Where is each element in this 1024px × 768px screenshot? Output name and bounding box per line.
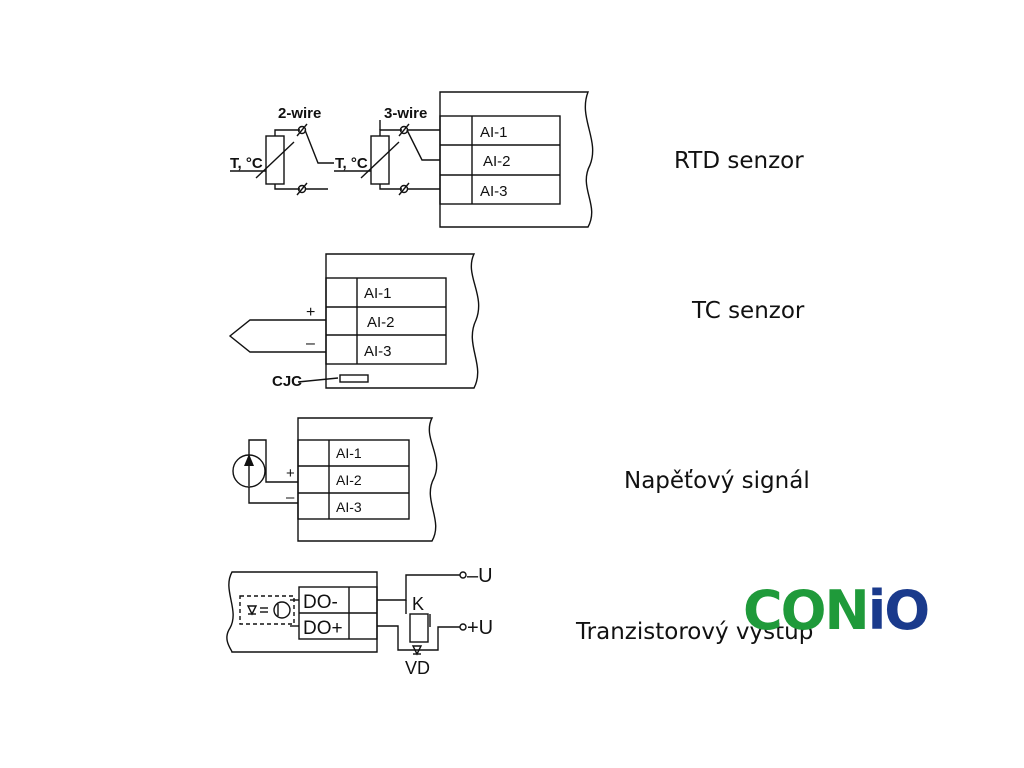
logo-part-i: i <box>867 579 886 642</box>
voltage-source-icon <box>232 454 266 488</box>
tc-terminal-block <box>325 277 447 365</box>
thermocouple-probe-icon <box>228 319 326 353</box>
section-label-voltage: Napěťový signál <box>624 468 810 494</box>
rtd-2wire-label: 2-wire <box>278 105 321 122</box>
rtd-3wire-label: 3-wire <box>384 105 427 122</box>
do-minus-label: DO- <box>303 592 338 613</box>
voltage-terminal-block <box>297 439 410 520</box>
tc-channel-label: AI-3 <box>364 343 392 360</box>
rtd-diagram: AI-1 AI-2 AI-3 2-wire T, °C 3-wire T, °C <box>230 91 594 228</box>
tc-cjc-label: CJC <box>272 373 302 390</box>
tc-channel-label: AI-1 <box>364 285 392 302</box>
rtd-channel-label: AI-1 <box>480 124 508 141</box>
tc-minus-label: – <box>306 335 315 352</box>
transistor-module-outline <box>226 571 378 653</box>
section-label-tc: TC senzor <box>692 298 805 324</box>
pos-supply-label: +U <box>467 617 493 639</box>
voltage-channel-label: AI-3 <box>336 499 362 515</box>
rtd-channel-label: AI-2 <box>483 153 511 170</box>
relay-coil-icon <box>409 613 429 643</box>
tc-module-outline <box>325 253 480 389</box>
rtd-sensor-temp-label: T, °C <box>230 155 263 172</box>
logo-part-o: O <box>884 579 930 642</box>
rtd-channel-label: AI-3 <box>480 183 508 200</box>
terminal-circle-icon <box>459 571 467 579</box>
section-label-rtd: RTD senzor <box>674 148 804 174</box>
conio-logo: CONiO <box>743 584 930 638</box>
transistor-diagram: DO- DO+ K VD –U +U <box>226 565 493 678</box>
diode-icon <box>411 645 423 656</box>
voltage-channel-label: AI-2 <box>336 472 362 488</box>
voltage-channel-label: AI-1 <box>336 445 362 461</box>
voltage-plus-label: + <box>286 465 295 482</box>
voltage-module-outline <box>297 417 438 542</box>
neg-supply-label: –U <box>467 565 493 587</box>
optocoupler-icon <box>239 595 295 625</box>
terminal-circle-icon <box>459 623 467 631</box>
logo-part-con: CON <box>743 579 870 642</box>
diode-label: VD <box>405 658 430 678</box>
tc-plus-label: + <box>306 304 315 321</box>
do-plus-label: DO+ <box>303 618 343 639</box>
rtd-module-outline <box>439 91 594 228</box>
rtd-sensor-temp-label: T, °C <box>335 155 368 172</box>
voltage-diagram: AI-1 AI-2 AI-3 + – <box>232 417 438 542</box>
tc-channel-label: AI-2 <box>367 314 395 331</box>
tc-diagram: AI-1 AI-2 AI-3 + – CJC <box>228 253 480 390</box>
voltage-minus-label: – <box>286 489 295 506</box>
relay-label: K <box>412 594 424 614</box>
section-label-transistor: Tranzistorový výstup <box>576 619 814 645</box>
cjc-sensor-icon <box>339 374 369 383</box>
